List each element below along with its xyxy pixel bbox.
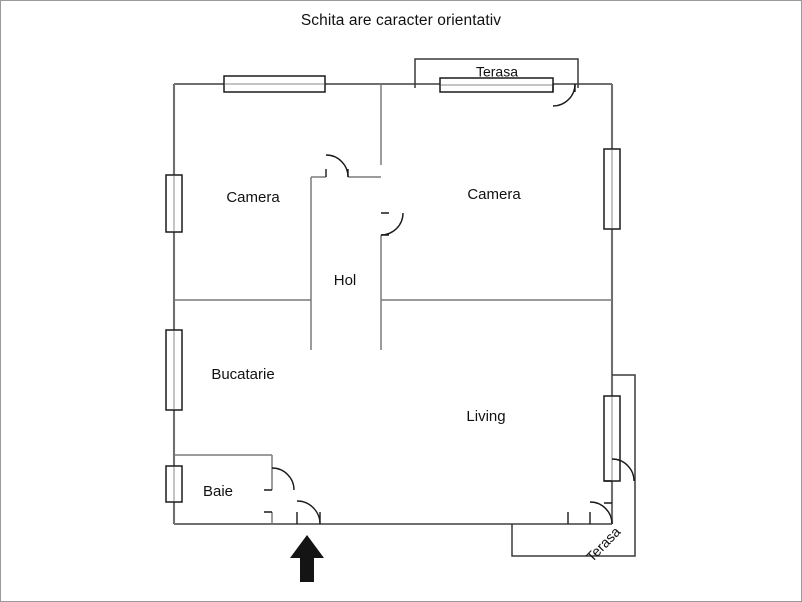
interior-walls-group: [174, 84, 612, 524]
door-baie: [264, 467, 295, 513]
door-baie-arc: [271, 467, 295, 491]
door-hol-to-camera-right-arc: [380, 212, 404, 236]
room-label-terasa-bottom: Terasa: [583, 523, 624, 564]
door-camera-left-to-hol: [325, 154, 349, 178]
door-living-to-terasa-east-arc: [611, 458, 635, 482]
room-label-living: Living: [466, 408, 505, 425]
door-camera-left-to-hol-arc: [325, 154, 349, 178]
door-terasa-top-to-camera-jamb: [552, 84, 576, 92]
window-camera-right-east: [603, 148, 621, 230]
door-entrance-jamb: [296, 512, 321, 524]
door-living-to-terasa-south: [567, 501, 613, 525]
room-label-terasa-top: Terasa: [476, 64, 518, 80]
balconies-group: [414, 58, 636, 557]
entrance-arrow: [290, 535, 324, 582]
door-living-to-terasa-east-jamb: [604, 480, 612, 504]
window-camera-left-top: [223, 75, 326, 93]
door-entrance-arc: [296, 500, 321, 525]
room-label-camera-right: Camera: [467, 186, 521, 203]
window-terasa-top: [439, 77, 554, 93]
door-camera-left-to-hol-jamb: [325, 169, 349, 177]
door-terasa-top-to-camera: [552, 83, 576, 107]
exterior-walls-group: [172, 82, 614, 526]
window-bucatarie-west: [165, 329, 183, 411]
page-title: Schita are caracter orientativ: [300, 12, 502, 29]
door-living-to-terasa-south-jamb: [567, 512, 591, 524]
door-entrance: [296, 500, 321, 525]
entrance-arrow-group: [290, 535, 324, 582]
doors-group: [264, 83, 635, 525]
room-label-hol: Hol: [334, 272, 357, 289]
windows-group: [165, 75, 621, 503]
door-hol-to-camera-right-jamb: [381, 212, 389, 236]
terasa-bottom-outline: [511, 374, 636, 557]
door-terasa-top-to-camera-arc: [552, 83, 576, 107]
door-baie-jamb: [264, 489, 272, 513]
terasa-top-outline: [414, 58, 579, 88]
room-label-camera-left: Camera: [226, 189, 280, 206]
window-camera-left-west: [165, 174, 183, 233]
room-label-baie: Baie: [203, 483, 233, 500]
door-hol-to-camera-right: [380, 212, 404, 236]
window-living-east: [603, 395, 621, 482]
door-living-to-terasa-east: [604, 458, 635, 504]
room-label-bucatarie: Bucatarie: [211, 366, 274, 383]
window-baie-west: [165, 465, 183, 503]
door-living-to-terasa-south-arc: [589, 501, 613, 525]
